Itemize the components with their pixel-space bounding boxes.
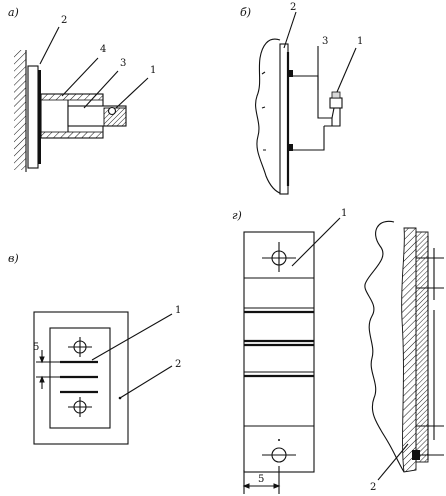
dimension-v-value: 5	[33, 342, 39, 353]
wall	[14, 50, 27, 172]
callout-b-3: 3	[322, 36, 328, 47]
callout-v-2: 2	[175, 359, 181, 370]
leader-v-2	[119, 365, 173, 399]
base-plate-layer	[38, 70, 41, 164]
callout-a-3: 3	[120, 58, 126, 69]
leader-v-1	[91, 313, 173, 361]
base-plate	[27, 65, 39, 169]
panel-v-label: в)	[8, 252, 19, 265]
plate	[279, 43, 289, 195]
strip-electrode-bottom	[262, 439, 296, 463]
body-section	[364, 220, 405, 473]
leader-g-1	[291, 217, 341, 267]
bracket	[293, 75, 326, 151]
stud-bottom	[288, 144, 293, 151]
callout-v-1: 1	[175, 305, 181, 316]
sensor	[329, 91, 343, 109]
panel-b: б) 2 3 1	[240, 2, 363, 195]
panel-a-label: а)	[8, 6, 19, 19]
callout-g-2: 2	[370, 482, 376, 493]
callout-a-2: 2	[61, 15, 67, 26]
stud-top	[288, 70, 293, 77]
callout-g-1: 1	[341, 208, 347, 219]
sensing-block	[103, 106, 127, 127]
panel-v: в) 5	[8, 252, 181, 445]
strip-electrode-top	[262, 242, 296, 272]
callout-b-2: 2	[290, 2, 296, 13]
panel-a: а) 2 4 3 1	[8, 6, 156, 172]
leader-1	[115, 77, 149, 109]
body-contour	[255, 38, 283, 195]
leader-4	[61, 57, 99, 97]
leader-2	[39, 26, 60, 65]
electrode-top	[68, 337, 92, 357]
callout-b-1: 1	[357, 36, 363, 47]
leader-g-2	[377, 443, 409, 481]
dimension-g: 5	[242, 466, 281, 494]
electrode-bottom	[68, 397, 92, 417]
panel-b-label: б)	[240, 6, 251, 19]
dimension-g-value: 5	[258, 474, 264, 485]
leader-3	[83, 70, 119, 109]
panel-g: г) 5	[232, 208, 444, 494]
leader-b-1	[336, 47, 357, 93]
callout-a-4: 4	[100, 44, 106, 55]
dimension-v: 5	[33, 342, 62, 389]
panel-g-label: г)	[232, 209, 242, 222]
callout-a-1: 1	[150, 65, 156, 76]
layered-section	[401, 227, 435, 473]
leader-b-2	[283, 11, 297, 49]
